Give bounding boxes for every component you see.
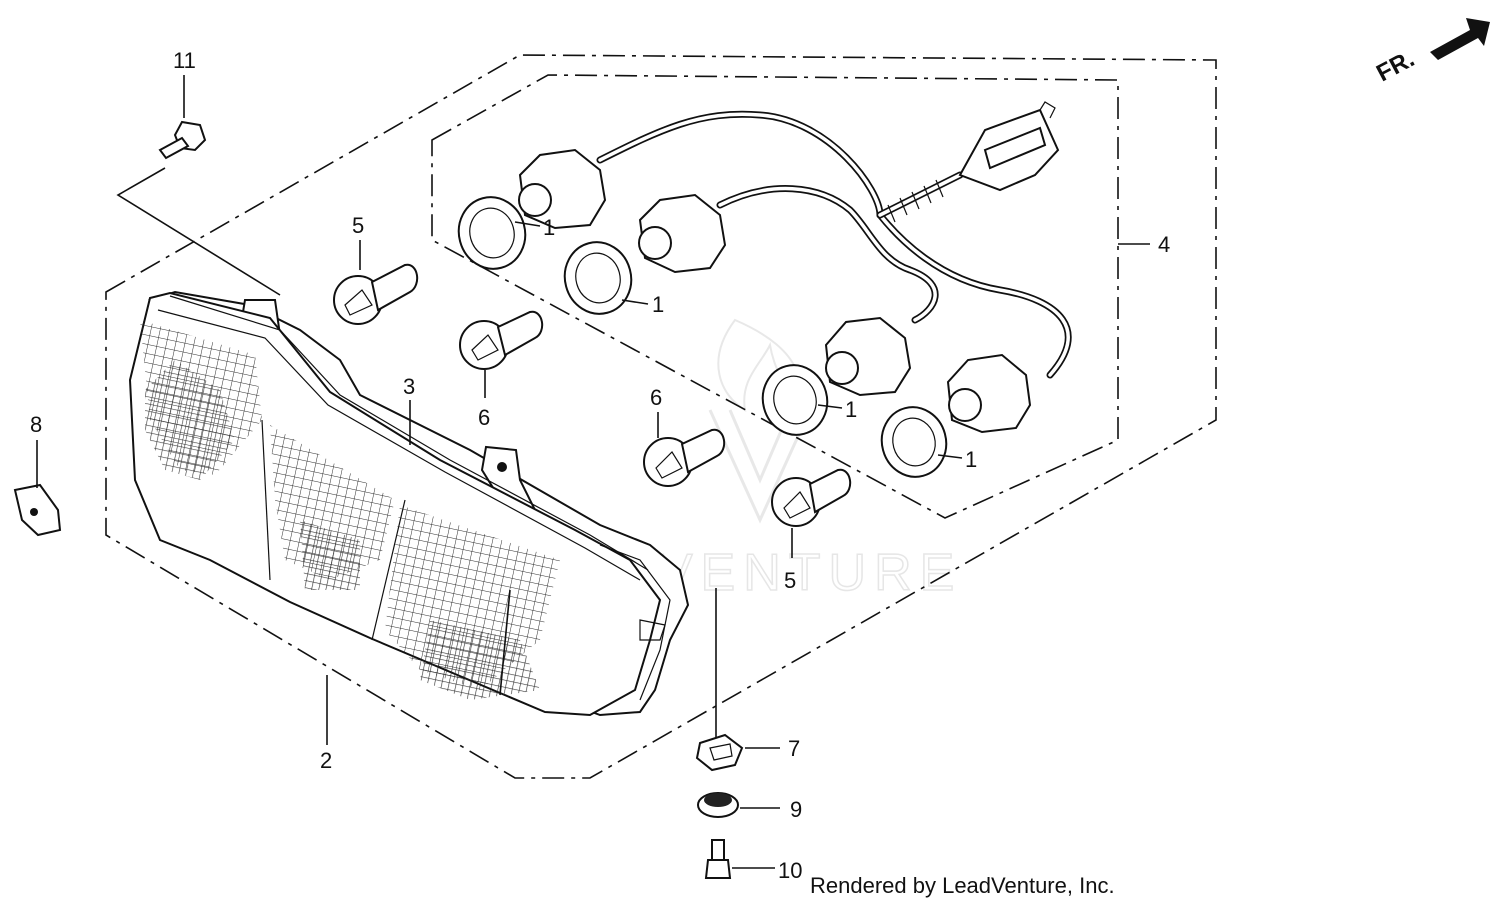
leader-lines: [36, 75, 1150, 869]
taillight-housing: [128, 290, 690, 717]
callout-3: 3: [403, 374, 415, 399]
render-credit: Rendered by LeadVenture, Inc.: [810, 873, 1115, 898]
front-label: FR.: [1372, 45, 1419, 87]
bulb-5-lower: [771, 468, 852, 527]
callout-6-right: 6: [650, 385, 662, 410]
grommet-9: [697, 792, 739, 818]
callout-10: 10: [778, 858, 802, 883]
callout-1b: 1: [652, 292, 664, 317]
front-direction-indicator: FR.: [1372, 18, 1490, 87]
wiring-harness: [596, 101, 1072, 379]
socket-lower-left: [824, 316, 912, 397]
socket-upper-right: [638, 193, 727, 274]
clip-8: [13, 483, 62, 537]
socket-lower-right: [946, 353, 1032, 434]
nut-7: [695, 733, 744, 772]
callout-11: 11: [173, 48, 196, 73]
bulb-5-upper: [333, 263, 419, 325]
socket-upper-left: [518, 148, 607, 230]
bolt-11: [158, 120, 207, 160]
bulb-6-right: [643, 428, 726, 487]
callout-8: 8: [30, 412, 42, 437]
callouts: 11 8 5 6 6 5 1 1 1 1 4 3 2 7 9 10: [30, 48, 1170, 883]
assembly-boundary: [105, 54, 1217, 779]
callout-1c: 1: [845, 397, 857, 422]
callout-9: 9: [790, 797, 802, 822]
gasket-1d: [880, 406, 948, 478]
callout-2: 2: [320, 748, 332, 773]
callout-5-upper: 5: [352, 213, 364, 238]
callout-5-lower: 5: [784, 568, 796, 593]
arrow-icon: [1430, 18, 1490, 60]
callout-1d: 1: [965, 447, 977, 472]
gasket-1b: [563, 241, 633, 315]
gasket-1c: [761, 364, 829, 436]
gasket-1a: [457, 196, 527, 270]
callout-6-left: 6: [478, 405, 490, 430]
harness-boundary: [431, 74, 1119, 519]
screw-10: [704, 839, 732, 879]
callout-4: 4: [1158, 232, 1170, 257]
callout-1a: 1: [543, 215, 555, 240]
callout-7: 7: [788, 736, 800, 761]
bulb-6-left: [459, 310, 544, 370]
